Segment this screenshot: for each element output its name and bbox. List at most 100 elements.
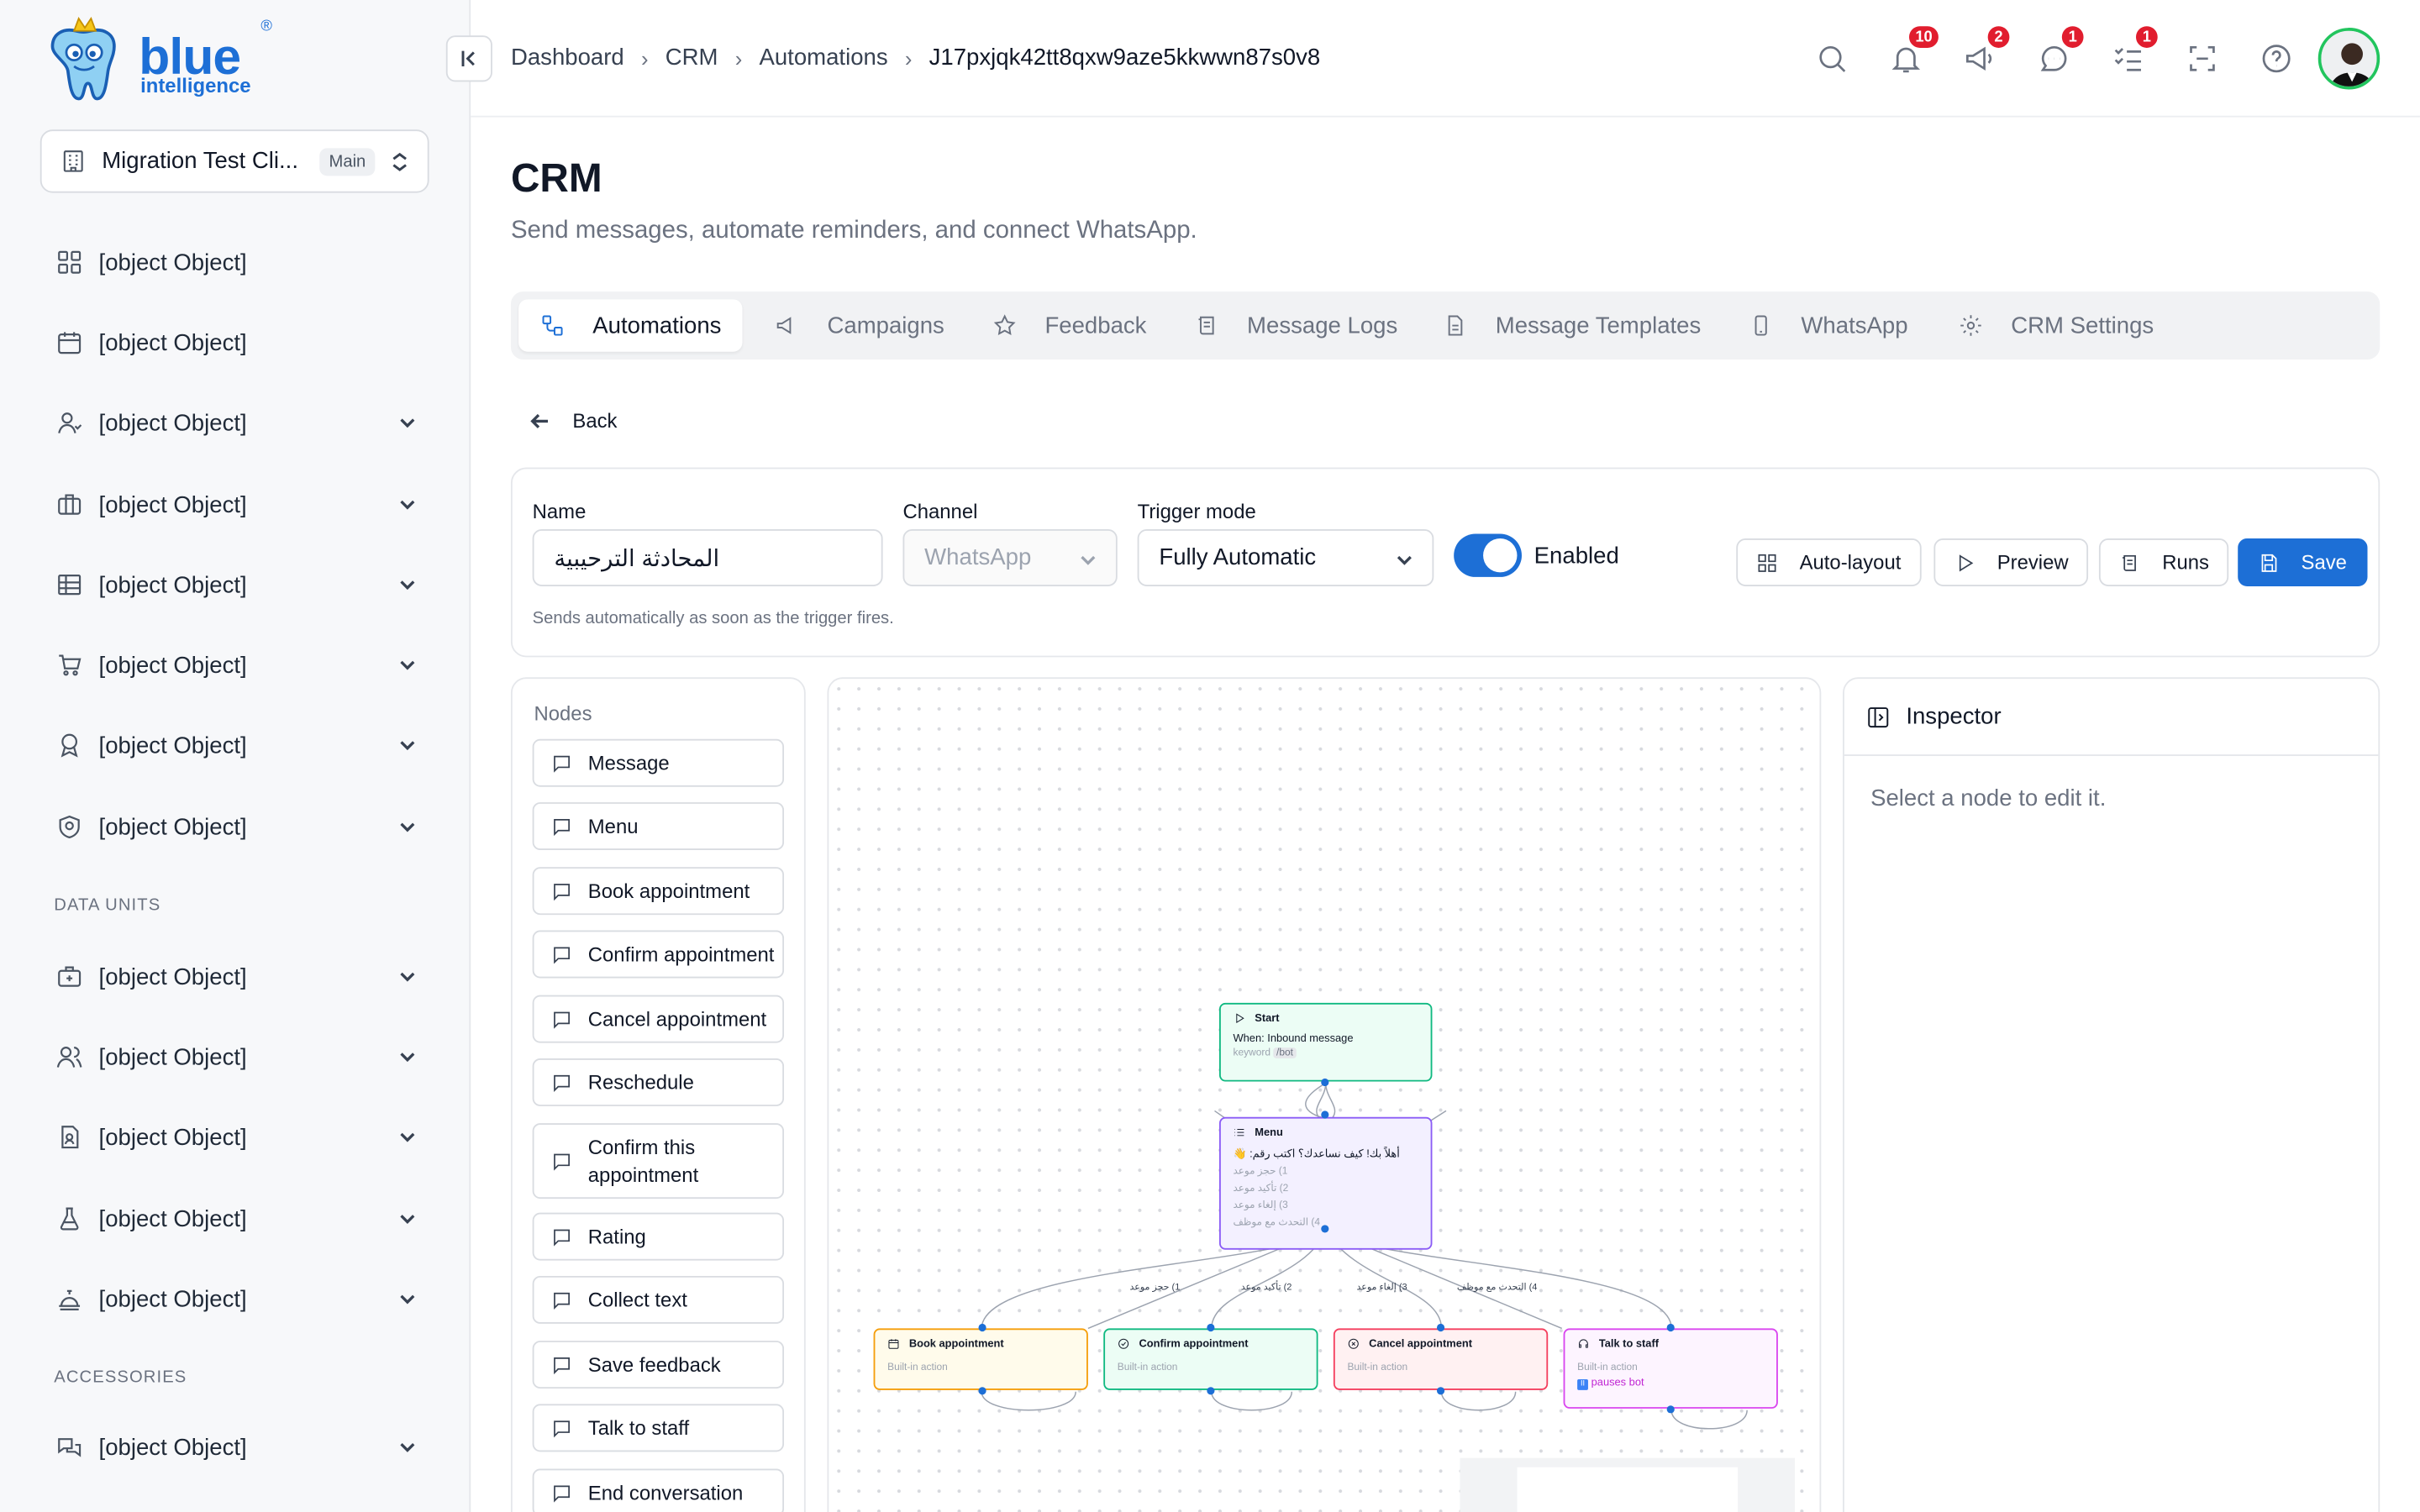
node-palette-save-feedback[interactable]: Save feedback [532, 1341, 785, 1389]
list-icon [1234, 1128, 1244, 1137]
connection-handle[interactable] [1436, 1386, 1444, 1394]
node-palette-confirm-this-appointment[interactable]: Confirm this appointment [532, 1123, 785, 1200]
connection-handle[interactable] [1320, 1077, 1328, 1086]
tab-message-templates[interactable]: Message Templates [1443, 299, 1701, 351]
sidebar-item-label: [object Object] [98, 963, 247, 990]
name-input[interactable]: المحادثة الترحيبية [532, 528, 883, 586]
node-palette-menu[interactable]: Menu [532, 802, 785, 851]
node-palette-cancel-appointment[interactable]: Cancel appointment [532, 995, 785, 1043]
connection-handle[interactable] [1206, 1386, 1214, 1394]
node-palette-talk-to-staff[interactable]: Talk to staff [532, 1404, 785, 1452]
connection-handle[interactable] [977, 1386, 986, 1394]
tab-message-logs[interactable]: Message Logs [1195, 299, 1397, 351]
clinic-tag: Main [319, 147, 376, 176]
node-palette-collect-text[interactable]: Collect text [532, 1275, 785, 1324]
sidebar-item-patients-balance[interactable]: [object Object] [40, 395, 429, 450]
tab-crm-settings[interactable]: CRM Settings [1959, 299, 2154, 351]
tasks-icon[interactable] [2112, 42, 2145, 76]
connection-handle[interactable] [1320, 1224, 1328, 1232]
node-palette-reschedule[interactable]: Reschedule [532, 1058, 785, 1106]
tab-campaigns[interactable]: Campaigns [775, 299, 944, 351]
tab-label: Campaigns [827, 312, 944, 339]
node-palette-message[interactable]: Message [532, 738, 785, 787]
dashboard-icon [58, 250, 82, 274]
sidebar-item-label: [object Object] [98, 1124, 247, 1151]
megaphone-icon[interactable] [1963, 42, 1996, 76]
workflow-icon [542, 315, 563, 336]
brand-logo[interactable]: blue ® intelligence [40, 13, 287, 108]
x-circle-icon [1348, 1338, 1359, 1349]
sidebar-item-label: [object Object] [98, 329, 247, 356]
flow-node-title: Cancel appointment [1369, 1338, 1473, 1350]
sidebar-item-labs-work[interactable]: [object Object] [40, 477, 429, 533]
search-icon[interactable] [1815, 42, 1849, 76]
auto-layout-label: Auto-layout [1799, 550, 1902, 575]
inspector-header: Inspector [1844, 679, 2379, 756]
auto-layout-button[interactable]: Auto-layout [1736, 538, 1922, 586]
sidebar-item-main-inventory[interactable]: [object Object] [40, 638, 429, 693]
play-icon [1236, 1013, 1244, 1023]
shield-icon [59, 815, 80, 839]
clinic-switcher[interactable]: Migration Test Cli... Main [39, 129, 429, 193]
breadcrumb-dashboard[interactable]: Dashboard [510, 45, 624, 71]
sidebar-item-labs[interactable]: [object Object] [40, 1191, 429, 1247]
connection-handle[interactable] [1320, 1110, 1328, 1118]
back-button[interactable]: Back [529, 409, 618, 432]
breadcrumb-automations[interactable]: Automations [759, 45, 888, 71]
calendar-icon [888, 1339, 899, 1349]
flow-node-subtitle: Built-in action [887, 1362, 948, 1373]
collapse-sidebar-button[interactable] [445, 35, 492, 82]
user-avatar[interactable] [2317, 28, 2381, 90]
bell-icon[interactable] [1889, 42, 1923, 76]
node-palette-rating[interactable]: Rating [532, 1212, 785, 1261]
flow-node-title: Confirm appointment [1139, 1338, 1249, 1350]
sidebar-item-label: [object Object] [98, 491, 247, 518]
channel-select[interactable]: WhatsApp [902, 528, 1118, 586]
sidebar-item-doctors[interactable]: [object Object] [40, 949, 429, 1005]
runs-label: Runs [2162, 550, 2209, 575]
breadcrumb-crm[interactable]: CRM [665, 45, 718, 71]
sidebar-item-income-statement[interactable]: [object Object] [40, 557, 429, 612]
breadcrumb-separator: › [734, 45, 743, 71]
preview-button[interactable]: Preview [1933, 538, 2089, 586]
sidebar-item-staff[interactable]: [object Object] [40, 1029, 429, 1084]
brand-sub: intelligence [140, 74, 251, 97]
headset-icon [1579, 1339, 1588, 1348]
sidebar-item-appointments[interactable]: [object Object] [40, 315, 429, 370]
sidebar-item-hr-management[interactable]: [object Object] [40, 717, 429, 773]
runs-button[interactable]: Runs [2098, 538, 2229, 586]
sidebar-item-patients[interactable]: [object Object] [40, 1110, 429, 1165]
node-palette-confirm-appointment[interactable]: Confirm appointment [532, 930, 785, 979]
minimap[interactable] [1460, 1457, 1796, 1512]
node-palette-end-conversation[interactable]: End conversation [532, 1468, 785, 1512]
tab-automations[interactable]: Automations [518, 299, 744, 352]
breadcrumb-current: J17pxjqk42tt8qxw9aze5kkwwn87s0v8 [929, 45, 1321, 71]
connection-handle[interactable] [1665, 1404, 1674, 1413]
sidebar-item-dashboard[interactable]: [object Object] [40, 234, 429, 290]
help-icon[interactable] [2260, 42, 2293, 76]
connection-handle[interactable] [1665, 1322, 1674, 1331]
menu-option: 3) إلغاء موعد [1233, 1200, 1288, 1211]
trigger-mode-select[interactable]: Fully Automatic [1137, 528, 1434, 586]
message-square-icon [554, 883, 570, 900]
node-palette-book-appointment[interactable]: Book appointment [532, 867, 785, 916]
inspector-title: Inspector [1906, 703, 2002, 730]
enabled-toggle[interactable] [1454, 533, 1522, 577]
sidebar-item-crm[interactable]: [object Object] [40, 1420, 429, 1475]
keyword-label: keyword [1233, 1047, 1271, 1058]
message-icon[interactable] [2037, 42, 2070, 76]
tab-whatsapp[interactable]: WhatsApp [1749, 299, 1908, 351]
connection-handle[interactable] [1206, 1322, 1214, 1331]
sidebar-item-services[interactable]: [object Object] [40, 1271, 429, 1326]
fullscreen-icon[interactable] [2186, 42, 2219, 76]
tab-feedback[interactable]: Feedback [992, 299, 1146, 351]
save-button[interactable]: Save [2238, 538, 2367, 586]
connection-handle[interactable] [977, 1322, 986, 1331]
connection-handle[interactable] [1436, 1322, 1444, 1331]
sidebar-item-insurance[interactable]: [object Object] [40, 799, 429, 854]
